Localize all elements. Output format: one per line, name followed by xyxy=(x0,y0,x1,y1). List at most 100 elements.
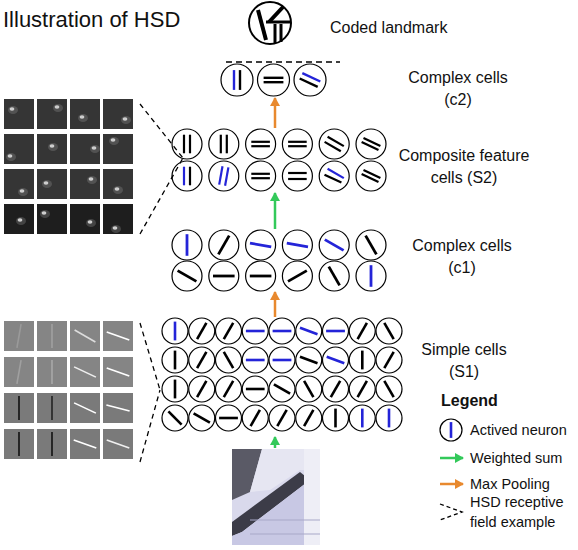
orientation-bar xyxy=(213,275,235,278)
orientation-bar xyxy=(174,380,177,399)
neuron-outline xyxy=(242,405,268,431)
orientation-bar xyxy=(219,166,222,184)
neuron xyxy=(162,347,188,373)
orientation-bar xyxy=(288,141,307,143)
neuron xyxy=(323,405,349,431)
orientation-bar xyxy=(224,381,233,397)
max-pooling-arrow xyxy=(274,98,277,128)
neuron-layers xyxy=(162,64,402,431)
orientation-bar xyxy=(358,381,367,397)
orientation-bar xyxy=(226,135,228,154)
neuron xyxy=(323,347,349,373)
neuron xyxy=(216,318,242,344)
filter-tile xyxy=(103,393,133,423)
legend-samples xyxy=(440,419,463,520)
neuron xyxy=(319,161,349,191)
neuron-outline xyxy=(246,261,276,291)
orientation-bar xyxy=(300,328,318,334)
feature-tile xyxy=(4,169,34,199)
filter-tile xyxy=(70,429,100,459)
neuron-outline xyxy=(246,129,276,159)
neuron xyxy=(269,347,295,373)
orientation-bar xyxy=(288,178,307,180)
feature-glow xyxy=(111,225,121,233)
neuron-outline xyxy=(296,376,322,402)
neuron xyxy=(319,261,349,291)
neuron xyxy=(294,64,326,96)
neuron-outline xyxy=(172,261,202,291)
coded-landmark-symbol xyxy=(249,2,291,44)
orientation-bar xyxy=(264,77,284,79)
layer-group: Composite feature cells (S2) xyxy=(163,128,387,193)
neuron xyxy=(162,376,188,402)
neuron xyxy=(349,347,375,373)
orientation-bar xyxy=(224,323,233,339)
neuron-outline xyxy=(356,129,386,159)
neuron xyxy=(319,230,349,260)
feature-tile xyxy=(103,169,133,199)
neuron xyxy=(221,64,253,96)
neuron xyxy=(349,318,375,344)
orientation-bar xyxy=(384,381,393,397)
legend-text: HSD receptive field example xyxy=(470,492,576,532)
neuron-outline xyxy=(269,405,295,431)
feature-tile xyxy=(70,204,100,234)
neuron-outline xyxy=(323,347,349,373)
neuron xyxy=(356,261,386,291)
neuron-outline xyxy=(189,405,215,431)
neuron-outline xyxy=(172,129,202,159)
neuron-outline xyxy=(242,347,268,373)
orientation-bar xyxy=(273,330,292,333)
feature-glow xyxy=(40,210,50,218)
neuron xyxy=(172,161,202,191)
neuron xyxy=(189,376,215,402)
neuron-outline xyxy=(356,261,386,291)
neuron-outline xyxy=(282,129,312,159)
neuron-outline xyxy=(162,318,188,344)
orientation-bar xyxy=(220,135,222,154)
neuron xyxy=(172,261,202,291)
neuron-outline xyxy=(296,405,322,431)
orientation-bar xyxy=(288,172,307,174)
neuron-outline xyxy=(323,376,349,402)
legend-text: Weighted sum xyxy=(470,448,576,468)
orientation-bar xyxy=(183,135,185,154)
filter-tile xyxy=(4,321,34,351)
orientation-bar xyxy=(325,240,344,251)
filter-tile xyxy=(37,321,67,351)
neuron-outline xyxy=(323,318,349,344)
filter-tile xyxy=(37,429,67,459)
neuron xyxy=(269,318,295,344)
neuron-outline xyxy=(356,161,386,191)
neuron xyxy=(269,405,295,431)
filter-stroke xyxy=(51,432,53,456)
layer-group: Coded landmark xyxy=(248,1,292,45)
weighted-sum-arrow xyxy=(274,193,277,229)
orientation-bar xyxy=(218,236,229,255)
neuron xyxy=(269,376,295,402)
neuron-outline xyxy=(376,376,402,402)
neuron xyxy=(323,318,349,344)
orientation-bar xyxy=(264,81,284,83)
orientation-bar xyxy=(246,359,265,362)
neuron-outline xyxy=(269,376,295,402)
orientation-bar xyxy=(361,409,364,428)
feature-glow xyxy=(109,137,119,145)
max-pooling-arrow xyxy=(274,292,277,317)
filter-tile xyxy=(103,321,133,351)
orientation-bar xyxy=(384,323,393,339)
neuron xyxy=(242,376,268,402)
filter-tile xyxy=(103,357,133,387)
neuron-outline xyxy=(296,347,322,373)
neuron-outline xyxy=(269,318,295,344)
neuron xyxy=(356,161,386,191)
orientation-bar xyxy=(325,175,342,183)
input-arrow xyxy=(274,437,277,448)
filter-stroke xyxy=(18,432,20,456)
neuron xyxy=(246,261,276,291)
filter-stroke xyxy=(74,440,97,448)
neuron xyxy=(242,347,268,373)
orientation-bar xyxy=(334,409,337,428)
feature-tile xyxy=(4,99,34,129)
